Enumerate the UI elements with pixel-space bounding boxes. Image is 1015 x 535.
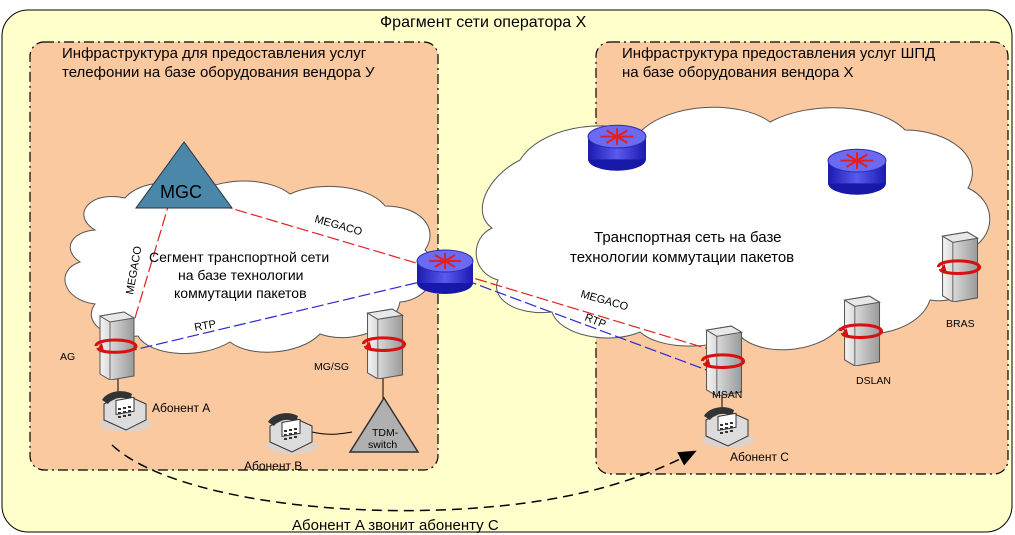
router-right-icon xyxy=(827,148,887,196)
tdm-label-line2: switch xyxy=(368,439,397,451)
megaco-link-router-msan xyxy=(459,273,713,351)
msan-server-icon xyxy=(700,324,746,396)
phone-b-tdm-link xyxy=(311,431,353,435)
mgc-triangle-icon xyxy=(135,141,233,209)
dslan-label: DSLAN xyxy=(856,375,891,387)
left-block-title-line2: телефонии на базе оборудования вендора У xyxy=(62,64,375,81)
rtp-link-ag-router xyxy=(124,281,421,353)
mgsg-label: MG/SG xyxy=(314,361,349,373)
rtp-link-router-msan xyxy=(464,279,713,373)
ag-server-icon xyxy=(94,310,138,380)
right-cloud-text-line1: Транспортная сеть на базе xyxy=(594,229,782,246)
bras-server-icon xyxy=(936,230,982,302)
left-cloud-text-line1: Сегмент транспортной сети xyxy=(149,249,329,265)
bras-label: BRAS xyxy=(946,318,975,330)
rtp-label-left: RTP xyxy=(193,318,217,334)
call-label: Абонент A звонит абоненту C xyxy=(292,517,499,534)
subscriber-c-label: Абонент C xyxy=(730,450,789,464)
tdm-label-line1: TDM- xyxy=(372,427,399,439)
dslan-server-icon xyxy=(838,294,884,366)
left-cloud-text-line2: на базе технологии xyxy=(178,267,303,283)
right-cloud-text-line2: технологии коммутации пакетов xyxy=(570,249,794,266)
mgc-node: MGC xyxy=(135,141,233,209)
left-cloud-text-line3: коммутации пакетов xyxy=(174,285,307,301)
megaco-link-mgc-router xyxy=(219,204,441,271)
diagram-title: Фрагмент сети оператора X xyxy=(380,14,587,31)
megaco-link-ag-mgc xyxy=(134,199,171,319)
subscriber-a-label: Абонент A xyxy=(152,401,210,415)
msan-label: MSAN xyxy=(712,389,742,401)
mgsg-server-icon xyxy=(362,307,406,379)
mgc-label: MGC xyxy=(160,182,202,202)
core-router-icon xyxy=(415,248,475,296)
subscriber-b-label: Абонент B xyxy=(244,459,302,473)
left-block-title-line1: Инфраструктура для предоставления услуг xyxy=(62,45,367,62)
tdm-switch-node: TDM- switch xyxy=(348,396,420,453)
call-arrow xyxy=(111,444,697,512)
right-block-title-line2: на базе оборудования вендора X xyxy=(622,64,853,81)
right-block-title-line1: Инфраструктура предоставления услуг ШПД xyxy=(622,45,935,62)
router-top-icon xyxy=(587,124,647,172)
ag-label: AG xyxy=(60,351,75,363)
tdm-switch-triangle-icon xyxy=(348,396,420,453)
